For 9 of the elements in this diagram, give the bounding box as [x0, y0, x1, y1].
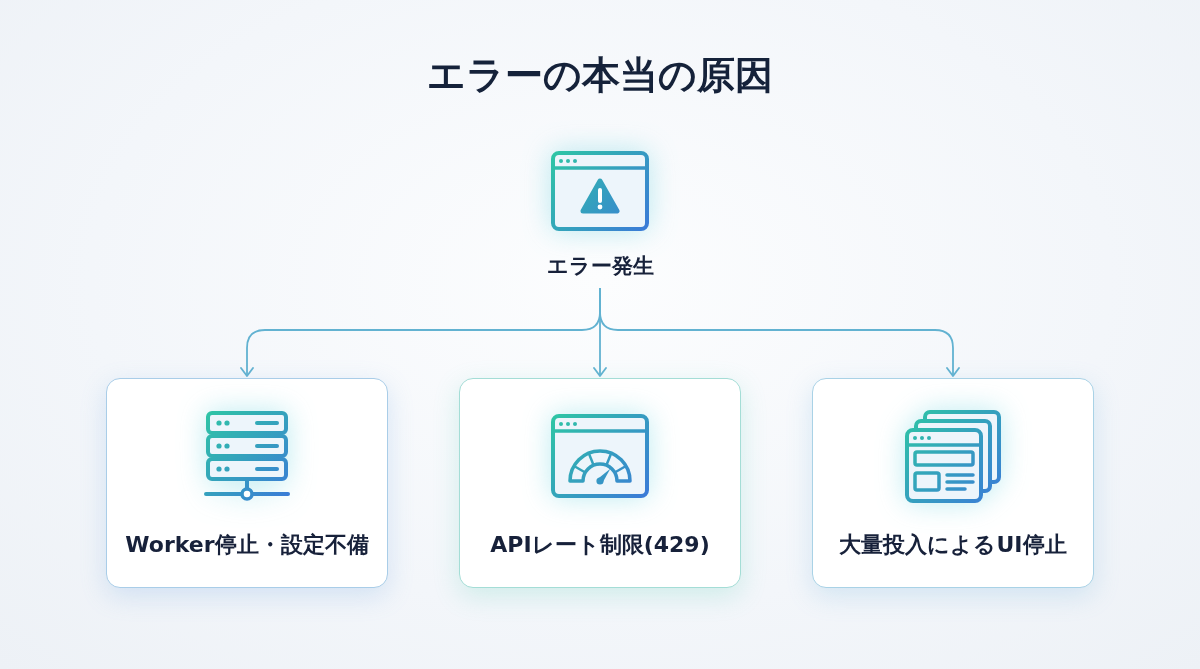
- cause-card: [106, 378, 388, 588]
- node-label: エラー発生: [546, 253, 654, 280]
- node-label: APIレート制限(429): [490, 531, 710, 559]
- title: エラーの本当の原因: [427, 52, 773, 98]
- node-label: Worker停止・設定不備: [125, 531, 369, 559]
- arrow: [599, 287, 960, 377]
- node-label: 大量投入によるUI停止: [839, 531, 1067, 559]
- cause-card: [812, 378, 1094, 588]
- cause-card: [459, 378, 741, 588]
